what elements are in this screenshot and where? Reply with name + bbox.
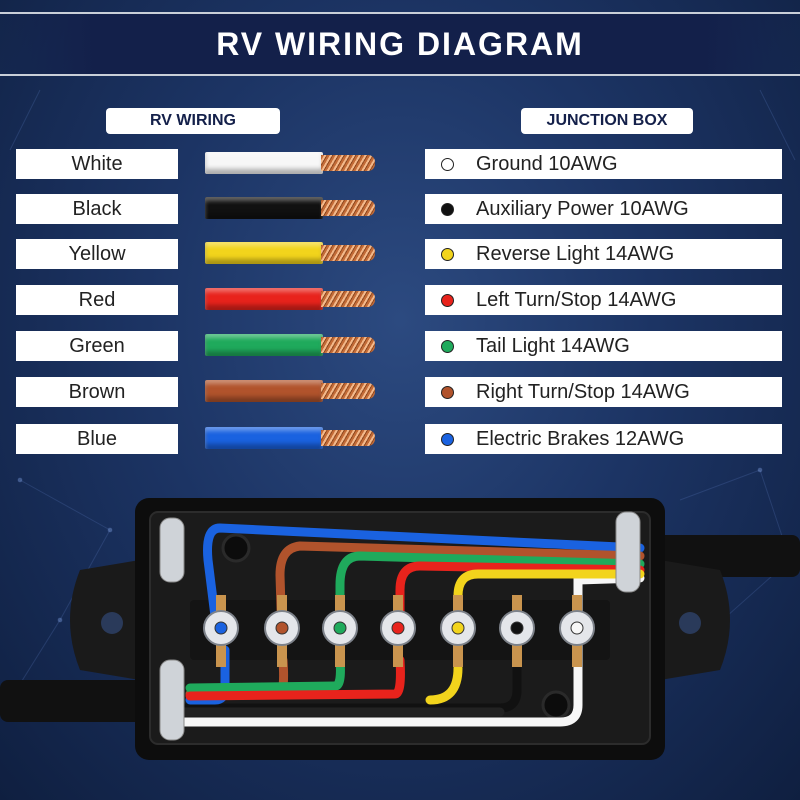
left-mount-hole <box>101 612 123 634</box>
junction-box-row: Right Turn/Stop 14AWG <box>425 377 782 407</box>
wire-swatch-red <box>205 288 323 310</box>
color-dot-icon <box>441 385 454 399</box>
junction-box-heading: JUNCTION BOX <box>521 108 693 134</box>
junction-box-row: Auxiliary Power 10AWG <box>425 194 782 224</box>
terminal-color-marker <box>451 621 465 635</box>
color-dot-icon <box>441 339 454 353</box>
terminal-post <box>380 595 416 667</box>
title-banner: RV WIRING DIAGRAM <box>0 12 800 76</box>
cable-clamp-top-left <box>159 517 185 583</box>
wire-color-label-brown: Brown <box>16 377 178 407</box>
wire-swatch-brown <box>205 380 323 402</box>
wire-swatch-black <box>205 197 323 219</box>
color-dot-icon <box>441 293 454 307</box>
wire-swatch-yellow <box>205 242 323 264</box>
circuit-label: Right Turn/Stop 14AWG <box>476 380 690 403</box>
wire-color-label-yellow: Yellow <box>16 239 178 269</box>
junction-box-row: Left Turn/Stop 14AWG <box>425 285 782 315</box>
wire-color-label-white: White <box>16 149 178 179</box>
junction-box-row: Tail Light 14AWG <box>425 331 782 361</box>
terminal-color-marker <box>510 621 524 635</box>
terminal-post <box>322 595 358 667</box>
wire-swatch-blue <box>205 427 323 449</box>
internal-wires <box>175 523 645 727</box>
terminal-color-marker <box>391 621 405 635</box>
terminal-posts <box>203 595 595 667</box>
copper-strand-icon <box>321 291 375 307</box>
color-dot-icon <box>441 157 454 171</box>
copper-strand-icon <box>321 383 375 399</box>
color-dot-icon <box>441 247 454 261</box>
circuit-label: Left Turn/Stop 14AWG <box>476 288 677 311</box>
circuit-label: Reverse Light 14AWG <box>476 242 675 265</box>
rv-wiring-heading: RV WIRING <box>106 108 280 134</box>
wire-blue <box>203 523 645 645</box>
terminal-post <box>499 595 535 667</box>
wire-color-label-black: Black <box>16 194 178 224</box>
wire-yellow-lower <box>425 663 463 705</box>
terminal-color-marker <box>570 621 584 635</box>
left-cable <box>0 680 160 722</box>
wire-red <box>395 561 645 645</box>
color-dot-icon <box>441 202 454 216</box>
wire-brown <box>275 541 645 645</box>
copper-strand-icon <box>321 155 375 171</box>
copper-strand-icon <box>321 245 375 261</box>
wire-white <box>175 573 645 727</box>
junction-box-row: Reverse Light 14AWG <box>425 239 782 269</box>
color-dot-icon <box>441 432 454 446</box>
right-mount-hole <box>679 612 701 634</box>
terminal-post <box>559 595 595 667</box>
terminal-post <box>440 595 476 667</box>
wire-swatch-green <box>205 334 323 356</box>
circuit-label: Tail Light 14AWG <box>476 334 630 357</box>
circuit-label: Ground 10AWG <box>476 152 618 175</box>
cable-clamp-right <box>615 511 641 593</box>
screw-boss-bottom <box>541 690 571 720</box>
wire-color-label-blue: Blue <box>16 424 178 454</box>
junction-box-illustration <box>0 498 800 760</box>
terminal-color-marker <box>214 621 228 635</box>
cable-clamp-bottom-left <box>159 659 185 741</box>
wire-swatch-white <box>205 152 323 174</box>
wire-color-label-red: Red <box>16 285 178 315</box>
screw-boss-top <box>221 533 251 563</box>
copper-strand-icon <box>321 430 375 446</box>
wire-green <box>335 551 645 645</box>
copper-strand-icon <box>321 200 375 216</box>
wire-color-label-green: Green <box>16 331 178 361</box>
terminal-post <box>264 595 300 667</box>
copper-strand-icon <box>321 337 375 353</box>
terminal-post <box>203 595 239 667</box>
terminal-color-marker <box>333 621 347 635</box>
junction-box-row: Electric Brakes 12AWG <box>425 424 782 454</box>
junction-box-row: Ground 10AWG <box>425 149 782 179</box>
circuit-label: Electric Brakes 12AWG <box>476 427 685 450</box>
page-title: RV WIRING DIAGRAM <box>216 25 584 62</box>
terminal-color-marker <box>275 621 289 635</box>
circuit-label: Auxiliary Power 10AWG <box>476 197 689 220</box>
